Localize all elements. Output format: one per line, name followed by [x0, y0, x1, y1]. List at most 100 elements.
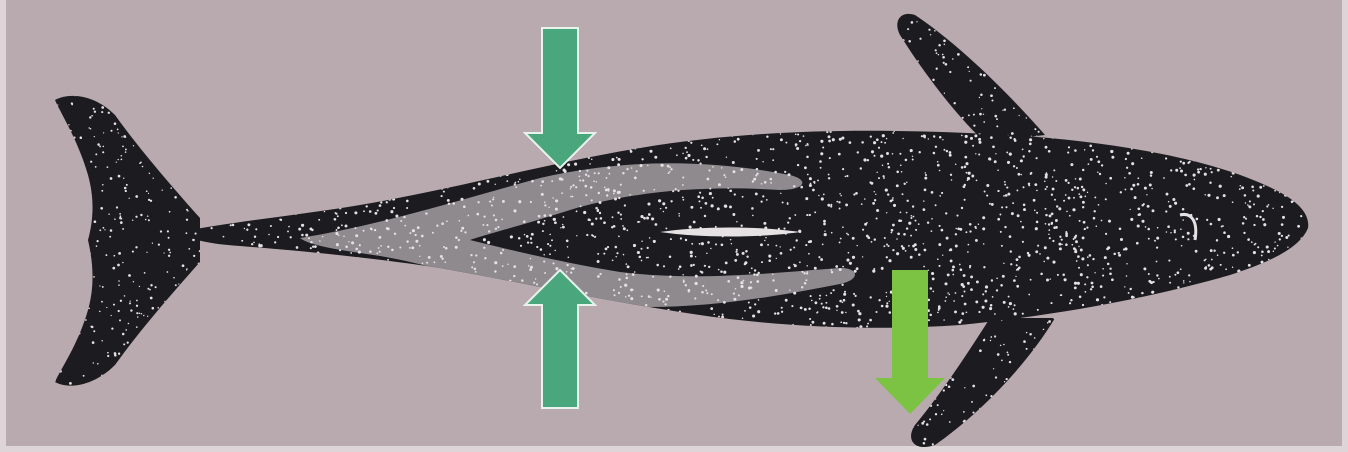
spot — [1053, 169, 1055, 171]
spot — [822, 244, 824, 246]
spot — [787, 222, 789, 224]
spot — [942, 255, 943, 256]
spot — [152, 243, 153, 244]
spot — [996, 118, 998, 120]
spot — [1045, 208, 1047, 210]
spot — [1068, 197, 1071, 200]
spot — [926, 423, 929, 426]
spot — [889, 301, 890, 302]
spot — [805, 279, 807, 281]
spot — [1060, 294, 1062, 296]
spot — [551, 180, 553, 182]
spot — [970, 275, 973, 278]
spot — [280, 219, 282, 221]
spot — [743, 232, 746, 235]
spot — [611, 158, 614, 161]
spot — [1145, 226, 1147, 228]
spot — [1094, 272, 1095, 273]
spot — [1028, 254, 1031, 257]
spot — [380, 245, 382, 247]
spot — [119, 213, 121, 215]
spot — [1082, 169, 1084, 171]
spot — [113, 255, 115, 257]
spot — [736, 249, 738, 251]
spot — [1147, 205, 1150, 208]
spot — [983, 121, 985, 123]
spot — [1274, 241, 1275, 242]
spot — [1281, 206, 1283, 208]
spot — [101, 340, 103, 342]
spot — [709, 192, 712, 195]
spot — [943, 389, 945, 391]
spot — [848, 252, 850, 254]
spot — [742, 252, 745, 255]
spot — [121, 136, 122, 137]
spot — [324, 211, 326, 213]
spot — [350, 252, 352, 254]
spot — [1030, 173, 1032, 175]
spot — [1029, 138, 1032, 141]
spot — [818, 195, 819, 196]
spot — [614, 294, 616, 296]
spot — [749, 231, 752, 234]
spot — [896, 184, 899, 187]
spot — [1022, 226, 1025, 229]
spot — [759, 234, 761, 236]
spot — [94, 220, 97, 223]
spot — [648, 213, 651, 216]
spot — [150, 200, 152, 202]
spot — [136, 300, 138, 302]
spot — [830, 204, 832, 206]
spot — [1204, 259, 1206, 261]
spot — [515, 186, 517, 188]
spot — [130, 300, 131, 301]
spot — [556, 170, 558, 172]
spot — [939, 170, 941, 172]
spot — [882, 165, 884, 167]
spot — [670, 200, 672, 202]
spot — [1137, 224, 1140, 227]
spot — [954, 310, 957, 313]
spot — [1052, 188, 1055, 191]
spot — [1272, 208, 1273, 209]
spot — [1218, 218, 1221, 221]
spot — [808, 307, 811, 310]
spot — [1141, 204, 1143, 206]
spot — [871, 241, 873, 243]
spot — [869, 319, 872, 322]
spot — [979, 349, 982, 352]
spot — [668, 172, 670, 174]
spot — [941, 413, 943, 415]
spot — [1020, 159, 1023, 162]
spot — [133, 281, 134, 282]
spot — [493, 214, 495, 216]
spot — [949, 294, 951, 296]
spot — [1107, 263, 1110, 266]
spot — [951, 179, 953, 181]
spot — [80, 136, 83, 139]
spot — [491, 204, 493, 206]
spot — [455, 246, 458, 249]
spot — [697, 195, 700, 198]
spot — [721, 167, 723, 169]
spot — [906, 182, 908, 184]
spot — [643, 217, 646, 220]
spot — [379, 251, 381, 253]
spot — [1050, 302, 1052, 304]
spot — [597, 260, 600, 263]
spot — [676, 154, 678, 156]
spot — [1077, 187, 1080, 190]
spot — [932, 278, 935, 281]
spot — [690, 255, 693, 258]
spot — [1193, 187, 1196, 190]
spot — [767, 244, 769, 246]
spot — [441, 195, 443, 197]
spot — [716, 143, 718, 145]
spot — [150, 297, 153, 300]
spot — [363, 210, 365, 212]
spot — [812, 189, 815, 192]
spot — [701, 291, 704, 294]
spot — [1157, 227, 1159, 229]
spot — [1000, 284, 1003, 287]
